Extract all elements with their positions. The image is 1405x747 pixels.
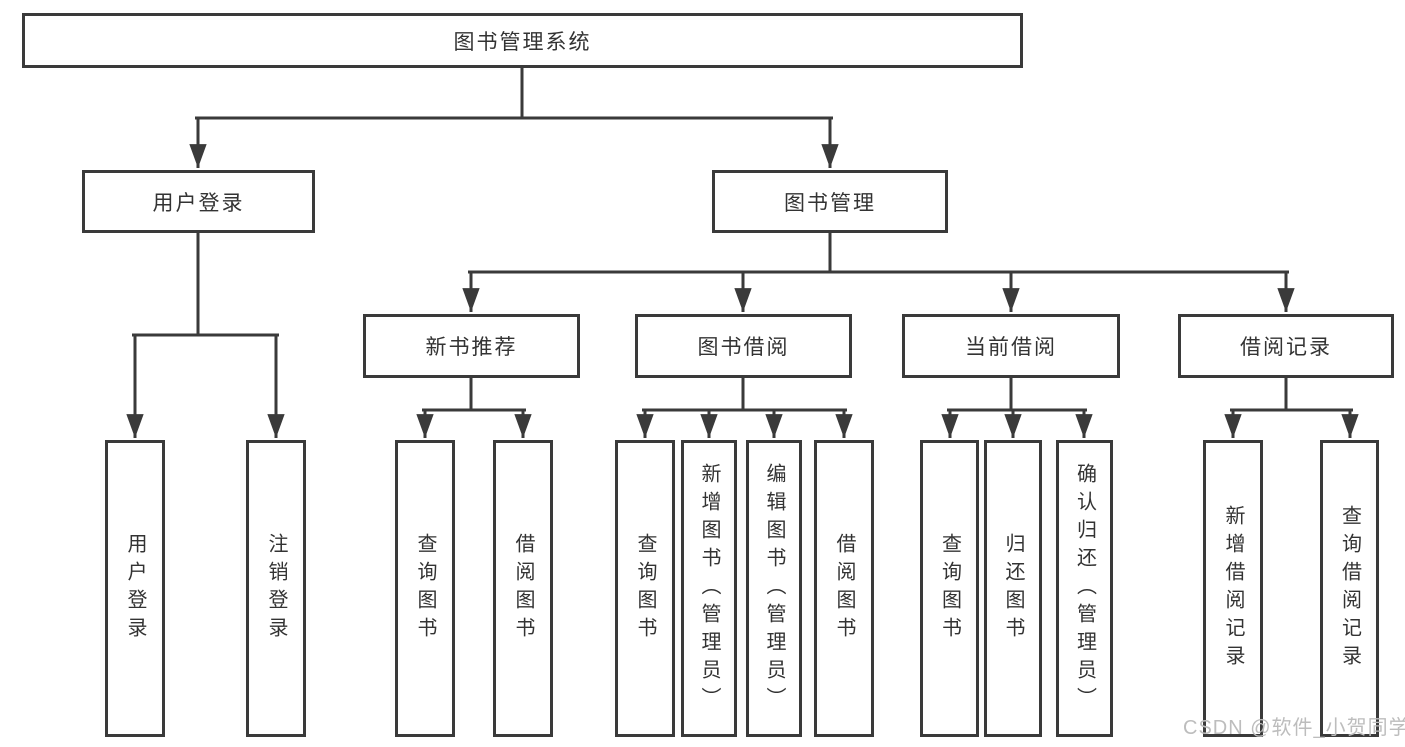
leaf-label: 查询借阅记录 — [1338, 504, 1361, 673]
leaf-label: 归还图书 — [1002, 532, 1024, 645]
leaf-label: 注销登录 — [265, 532, 287, 645]
leaf-label: 查询图书 — [938, 532, 961, 645]
csdn-watermark: CSDN @软件_小贺同学 — [1183, 717, 1405, 739]
connector-book-borrow-children — [636, 378, 853, 438]
leaf-query-books-recommend: 查询图书 — [395, 440, 455, 737]
leaf-label: 借阅图书 — [512, 532, 534, 645]
leaf-label: 新增图书（管理员） — [698, 462, 720, 715]
connector-new-book-recommend-children — [416, 378, 532, 438]
leaf-borrow-books-recommend: 借阅图书 — [493, 440, 553, 737]
node-book-management: 图书管理 — [712, 170, 948, 233]
leaf-label: 新增借阅记录 — [1222, 504, 1244, 673]
node-root: 图书管理系统 — [22, 13, 1023, 68]
connector-user-login-children — [126, 233, 285, 438]
leaf-label: 确认归还（管理员） — [1073, 462, 1096, 715]
connector-current-borrow-children — [941, 378, 1093, 438]
node-user-login: 用户登录 — [82, 170, 315, 233]
leaf-label: 借阅图书 — [833, 532, 855, 645]
leaf-label: 查询图书 — [414, 532, 436, 645]
connector-root-to-level2 — [189, 68, 839, 168]
leaf-query-books-current: 查询图书 — [920, 440, 979, 737]
leaf-label: 查询图书 — [634, 532, 656, 645]
connector-book-management-children — [462, 233, 1295, 312]
leaf-edit-books-admin: 编辑图书（管理员） — [746, 440, 802, 737]
node-current-borrow: 当前借阅 — [902, 314, 1120, 378]
leaf-logout: 注销登录 — [246, 440, 306, 737]
leaf-borrow-books: 借阅图书 — [814, 440, 874, 737]
node-book-borrow: 图书借阅 — [635, 314, 852, 378]
leaf-label: 编辑图书（管理员） — [763, 462, 785, 715]
leaf-query-books-borrow: 查询图书 — [615, 440, 675, 737]
leaf-add-books-admin: 新增图书（管理员） — [681, 440, 737, 737]
leaf-return-books: 归还图书 — [984, 440, 1042, 737]
leaf-query-borrow-record: 查询借阅记录 — [1320, 440, 1379, 737]
connector-borrow-records-children — [1224, 378, 1359, 438]
node-new-book-recommend: 新书推荐 — [363, 314, 580, 378]
leaf-add-borrow-record: 新增借阅记录 — [1203, 440, 1263, 737]
leaf-label: 用户登录 — [124, 532, 146, 645]
node-borrow-records: 借阅记录 — [1178, 314, 1394, 378]
leaf-confirm-return-admin: 确认归还（管理员） — [1056, 440, 1113, 737]
leaf-user-login: 用户登录 — [105, 440, 165, 737]
